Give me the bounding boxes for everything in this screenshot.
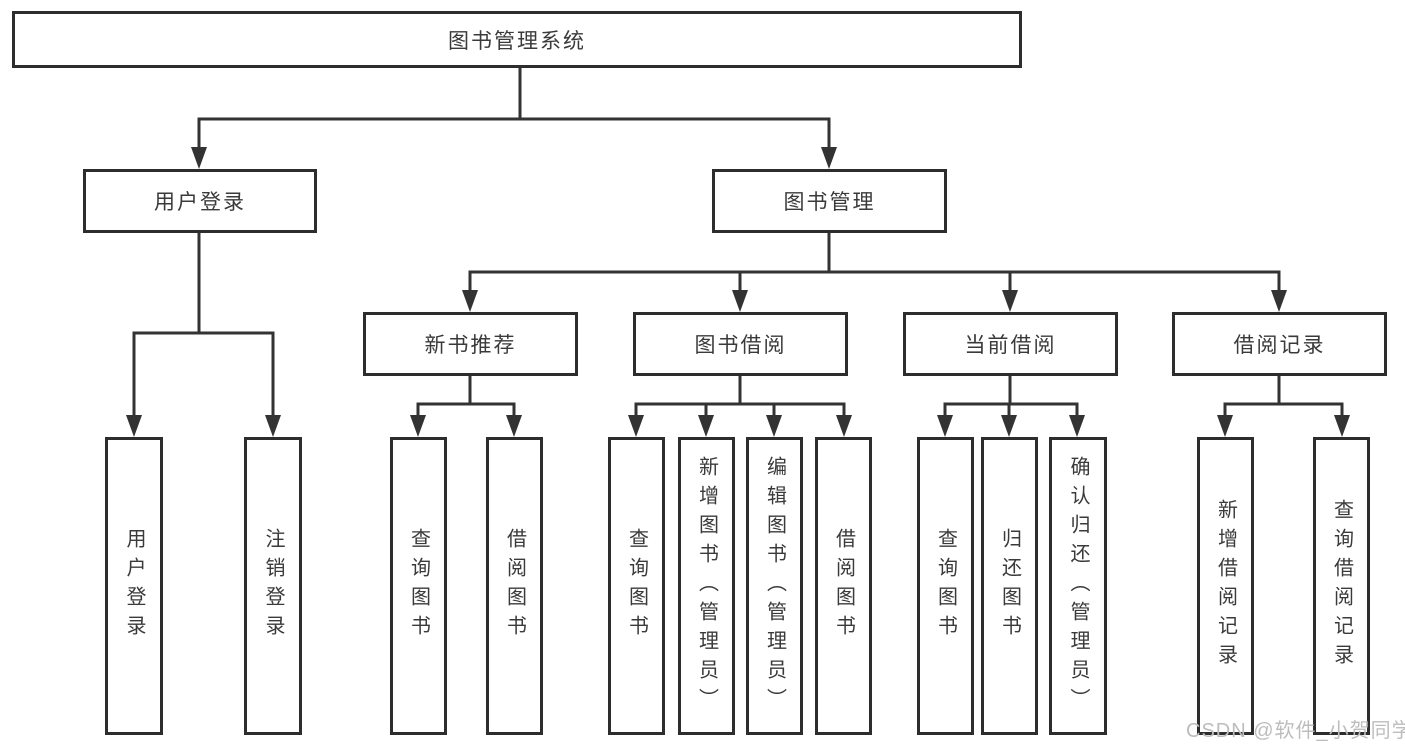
leaf-borrow-books-borrowing: 借阅图书: [815, 437, 872, 735]
node-label: 查询借阅记录: [1330, 499, 1353, 673]
node-user-login-branch: 用户登录: [83, 169, 317, 233]
node-label: 查询图书: [407, 528, 430, 644]
leaf-query-borrow-record: 查询借阅记录: [1313, 437, 1370, 735]
node-borrowing-records: 借阅记录: [1172, 312, 1387, 376]
csdn-watermark: CSDN @软件_小贺同学: [1186, 720, 1405, 742]
leaf-add-books-admin: 新增图书（管理员）: [678, 437, 735, 735]
node-new-book-recommend: 新书推荐: [363, 312, 578, 376]
node-label: 注销登录: [262, 528, 284, 644]
node-label: 借阅图书: [503, 528, 526, 644]
node-label: 查询图书: [934, 528, 957, 644]
node-label: 归还图书: [998, 528, 1021, 644]
node-book-management-branch: 图书管理: [712, 169, 947, 233]
leaf-logout: 注销登录: [244, 437, 302, 735]
node-current-borrowing: 当前借阅: [903, 312, 1118, 376]
node-label: 用户登录: [154, 191, 246, 214]
leaf-return-books: 归还图书: [981, 437, 1038, 735]
arrowhead-icons: [126, 147, 1350, 437]
node-label: 编辑图书（管理员）: [763, 455, 786, 717]
node-label: 查询图书: [625, 528, 648, 644]
leaf-borrow-books-recommend: 借阅图书: [486, 437, 543, 735]
leaf-confirm-return-admin: 确认归还（管理员）: [1049, 437, 1107, 735]
leaf-add-borrow-record: 新增借阅记录: [1197, 437, 1254, 735]
node-label: 图书管理系统: [448, 29, 586, 53]
node-label: 图书管理: [783, 191, 876, 214]
node-label: 新书推荐: [424, 334, 517, 357]
node-label: 图书借阅: [694, 334, 787, 357]
node-label: 借阅记录: [1233, 334, 1326, 357]
leaf-query-books-current: 查询图书: [917, 437, 974, 735]
leaf-edit-books-admin: 编辑图书（管理员）: [746, 437, 803, 735]
leaf-query-books-borrowing: 查询图书: [608, 437, 665, 735]
leaf-query-books-recommend: 查询图书: [390, 437, 447, 735]
node-root-system: 图书管理系统: [12, 11, 1022, 68]
node-label: 用户登录: [123, 528, 145, 644]
node-book-borrowing: 图书借阅: [633, 312, 848, 376]
node-label: 新增图书（管理员）: [695, 455, 718, 717]
node-label: 借阅图书: [832, 528, 855, 644]
node-label: 当前借阅: [964, 334, 1057, 357]
node-label: 确认归还（管理员）: [1067, 455, 1089, 717]
leaf-user-login: 用户登录: [105, 437, 163, 735]
node-label: 新增借阅记录: [1214, 499, 1237, 673]
tree-edges: [132, 68, 1344, 416]
